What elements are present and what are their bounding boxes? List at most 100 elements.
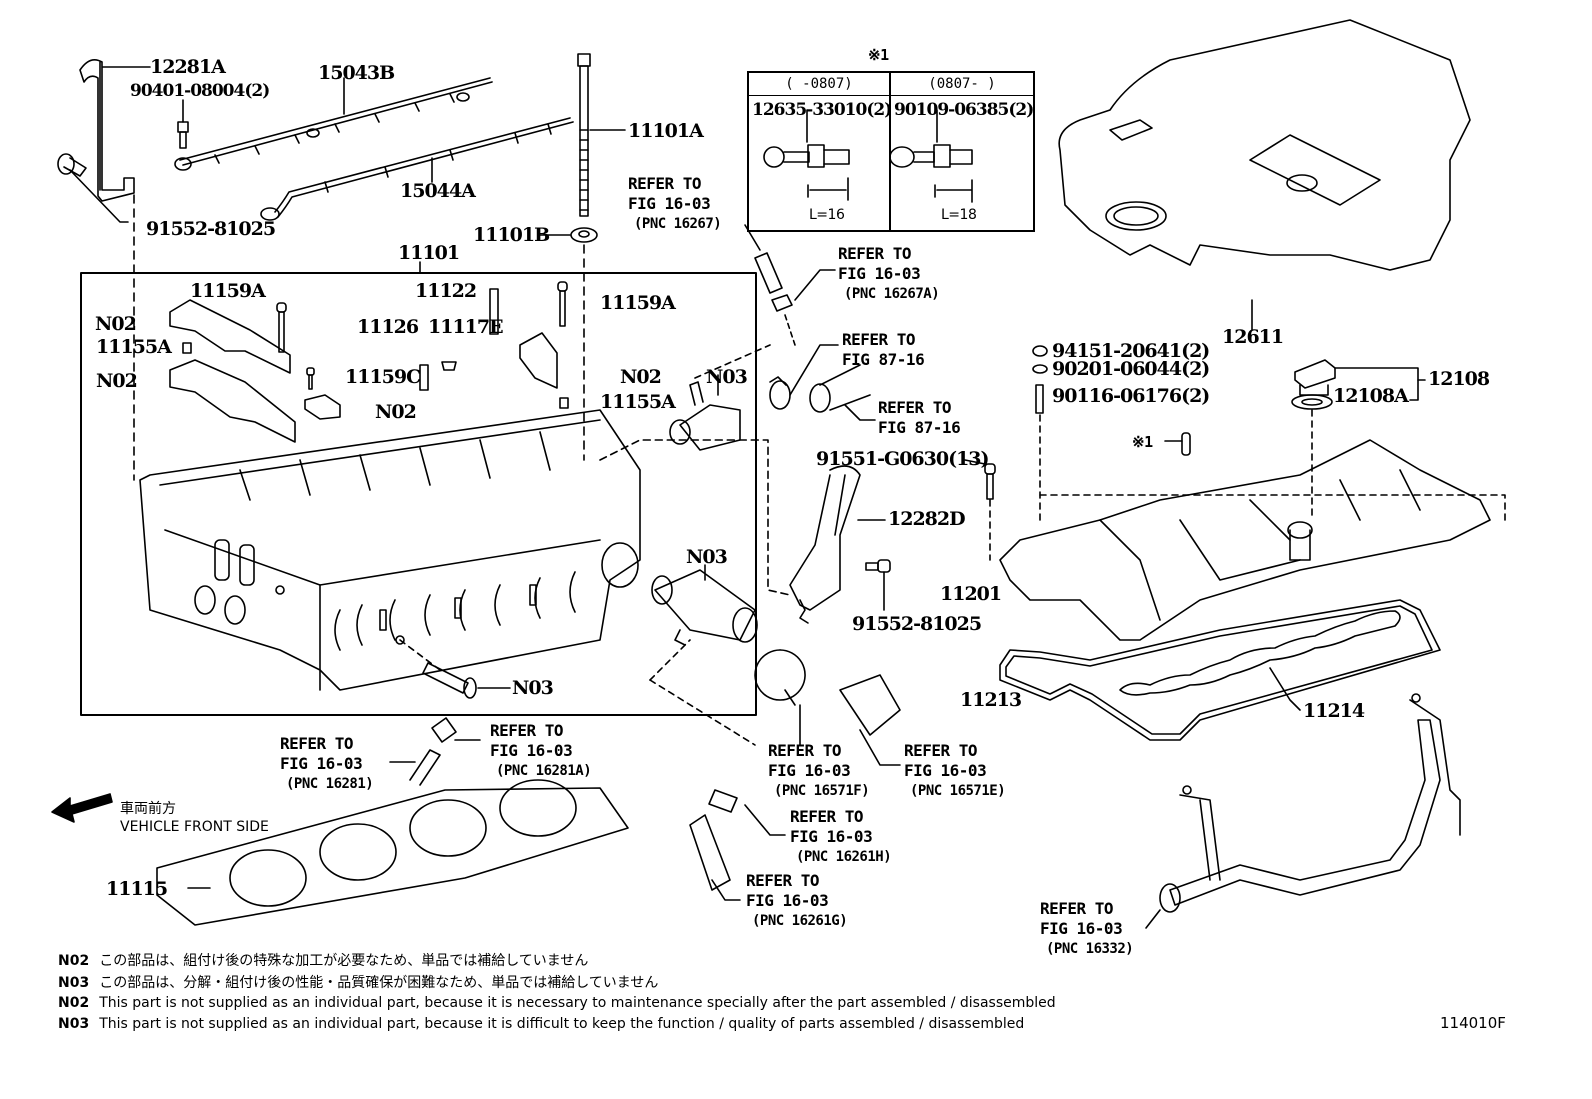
callout-91551-g0630: 91551-G0630(13) xyxy=(816,448,990,470)
refer-pnc: (PNC 16571F) xyxy=(774,783,870,799)
harness-15044a-drawing xyxy=(260,117,574,221)
refer-pnc: (PNC 16281A) xyxy=(496,763,592,779)
callout-n03-1: N03 xyxy=(706,366,748,388)
n03-water-outlet-drawing xyxy=(669,344,771,451)
callout-11126: 11126 xyxy=(357,316,419,338)
callout-11101a: 11101A xyxy=(628,120,704,142)
gasket-11213-drawing xyxy=(999,599,1441,741)
refer-fig: FIG 87-16 xyxy=(842,350,925,369)
water-pipe-drawing xyxy=(1145,693,1461,929)
callout-11214: 11214 xyxy=(1303,700,1365,722)
refer-line1: REFER TO xyxy=(790,807,864,826)
refer-fig: FIG 16-03 xyxy=(746,891,829,910)
callout-12108: 12108 xyxy=(1428,368,1490,390)
refer-pnc: (PNC 16261G) xyxy=(752,913,848,929)
callout-91552-81025-right: 91552-81025 xyxy=(852,613,982,635)
note-n03-en: N03 This part is not supplied as an indiv… xyxy=(58,1016,1024,1032)
callout-90201-06044: 90201-06044(2) xyxy=(1052,358,1210,380)
refer-line1: REFER TO xyxy=(768,741,842,760)
refer-pnc-16281a[interactable]: REFER TO FIG 16-03 (PNC 16281A) xyxy=(490,721,592,781)
refer-pnc-16332[interactable]: REFER TO FIG 16-03 (PNC 16332) xyxy=(1040,899,1134,959)
callout-11155a-left: 11155A xyxy=(96,336,172,358)
callout-15044a: 15044A xyxy=(400,180,476,202)
refer-line1: REFER TO xyxy=(628,174,702,193)
refer-pnc-16261h[interactable]: REFER TO FIG 16-03 (PNC 16261H) xyxy=(790,807,892,867)
callout-90401-08004: 90401-08004(2) xyxy=(130,81,270,101)
arrow-left-icon xyxy=(51,793,113,823)
refer-fig-87-16-a[interactable]: REFER TO FIG 87-16 xyxy=(842,330,925,370)
refer-fig: FIG 87-16 xyxy=(878,418,961,437)
refer-pnc-16261g[interactable]: REFER TO FIG 16-03 (PNC 16261G) xyxy=(746,871,848,931)
vehicle-front-indicator: 車両前方 VEHICLE FRONT SIDE xyxy=(120,800,269,836)
n03-sleeve-drawing xyxy=(649,564,758,746)
callout-n02-2: N02 xyxy=(96,370,138,392)
callout-11117e: 11117E xyxy=(428,316,504,338)
refer-line1: REFER TO xyxy=(1040,899,1114,918)
callout-12282d: 12282D xyxy=(888,508,966,530)
refer-line1: REFER TO xyxy=(838,244,912,263)
callout-n02-4: N02 xyxy=(620,366,662,388)
refer-fig: FIG 16-03 xyxy=(790,827,873,846)
callout-12611: 12611 xyxy=(1222,326,1284,348)
callout-11101b: 11101B xyxy=(473,224,550,246)
callout-11201: 11201 xyxy=(940,583,1002,605)
variant-length-late: L=18 xyxy=(941,207,977,223)
bolt-91552-left-drawing xyxy=(57,153,129,223)
callout-n02-3: N02 xyxy=(375,401,417,423)
refer-line1: REFER TO xyxy=(842,330,916,349)
bolt-90401-drawing xyxy=(177,99,189,149)
refer-fig: FIG 16-03 xyxy=(904,761,987,780)
bolts-91551-91552-drawing xyxy=(865,459,996,611)
refer-pnc: (PNC 16281) xyxy=(286,776,374,792)
note-n02-jp: N02 この部品は、組付け後の特殊な加工が必要なため、単品では補給していません xyxy=(58,950,588,970)
refer-line1: REFER TO xyxy=(878,398,952,417)
refer-fig-87-16-b[interactable]: REFER TO FIG 87-16 xyxy=(878,398,961,438)
refer-pnc-16571f[interactable]: REFER TO FIG 16-03 (PNC 16571F) xyxy=(768,741,870,801)
refer-fig: FIG 16-03 xyxy=(1040,919,1123,938)
refer-fig: FIG 16-03 xyxy=(628,194,711,213)
n03-pipe-lower-drawing xyxy=(399,639,511,699)
note-text: This part is not supplied as an individu… xyxy=(99,1016,1025,1032)
refer-line1: REFER TO xyxy=(490,721,564,740)
refer-pnc-16267[interactable]: REFER TO FIG 16-03 (PNC 16267) xyxy=(628,174,722,234)
refer-pnc-16281[interactable]: REFER TO FIG 16-03 (PNC 16281) xyxy=(280,734,374,794)
note-code: N02 xyxy=(58,953,90,969)
vehicle-front-jp: 車両前方 xyxy=(120,801,176,817)
variant-table: ( -0807) (0807- ) 12635-33010(2) 90109-0… xyxy=(747,71,1035,232)
callout-11115: 11115 xyxy=(106,878,168,900)
refer-fig: FIG 16-03 xyxy=(838,264,921,283)
refer-pnc-16571e[interactable]: REFER TO FIG 16-03 (PNC 16571E) xyxy=(904,741,1006,801)
callout-11155a-right: 11155A xyxy=(600,391,676,413)
callout-11159a-left: 11159A xyxy=(190,280,266,302)
callout-note1-marker: ※1 xyxy=(1132,433,1153,451)
studs-nuts-drawing xyxy=(1032,345,1191,521)
refer-line1: REFER TO xyxy=(280,734,354,753)
callout-12281a: 12281A xyxy=(150,56,226,78)
note-text: This part is not supplied as an individu… xyxy=(99,995,1056,1011)
gasket-11214-drawing xyxy=(1119,610,1401,711)
vehicle-front-en: VEHICLE FRONT SIDE xyxy=(120,819,269,835)
refer-pnc: (PNC 16332) xyxy=(1046,941,1134,957)
bearing-caps-drawing xyxy=(169,299,569,443)
head-bolt-11101a-drawing xyxy=(577,53,626,217)
note-code: N03 xyxy=(58,1016,90,1032)
cylinder-head-group-box xyxy=(80,272,757,716)
callout-n03-2: N03 xyxy=(686,546,728,568)
pipes-16281-drawing xyxy=(389,717,481,786)
figure-code: 114010F xyxy=(1440,1014,1506,1032)
callout-11122: 11122 xyxy=(415,280,477,302)
oil-filler-cap-drawing xyxy=(1291,359,1426,521)
small-bolts-drawing xyxy=(276,281,568,391)
refer-fig: FIG 16-03 xyxy=(768,761,851,780)
refer-pnc: (PNC 16267) xyxy=(634,216,722,232)
callout-11101: 11101 xyxy=(398,242,460,264)
engine-cover-12611-drawing xyxy=(1058,19,1471,331)
callout-94151-20641: 94151-20641(2) xyxy=(1052,340,1210,362)
note-text: この部品は、組付け後の特殊な加工が必要なため、単品では補給していません xyxy=(99,953,589,969)
refer-pnc-16267a[interactable]: REFER TO FIG 16-03 (PNC 16267A) xyxy=(838,244,940,304)
refer-line1: REFER TO xyxy=(746,871,820,890)
callout-12108a: 12108A xyxy=(1333,385,1409,407)
refer-fig: FIG 16-03 xyxy=(490,741,573,760)
